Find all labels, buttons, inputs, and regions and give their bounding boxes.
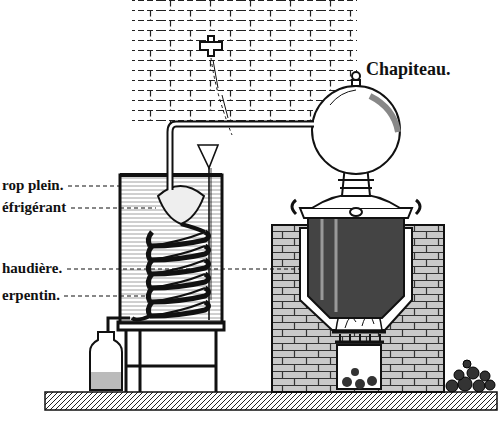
part-label: erpentin. [2,288,60,303]
part-label: haudière. [2,261,62,276]
part-label: rop plein. [2,178,63,193]
part-label: Chapiteau. [366,60,451,78]
part-label: éfrigérant [2,200,66,215]
pre-heater [158,186,204,224]
boiler [292,194,420,318]
coal-pile [446,360,495,392]
ground [45,392,497,410]
water-faucet [200,36,232,135]
cooler-stand [118,322,224,392]
leader-line [64,186,300,296]
cooler-tank [120,175,222,323]
receiving-bottle [90,332,122,390]
serpentine-coil [132,224,209,320]
chapiteau [312,72,400,196]
swan-neck-pipe [170,124,314,190]
funnel [198,145,218,320]
